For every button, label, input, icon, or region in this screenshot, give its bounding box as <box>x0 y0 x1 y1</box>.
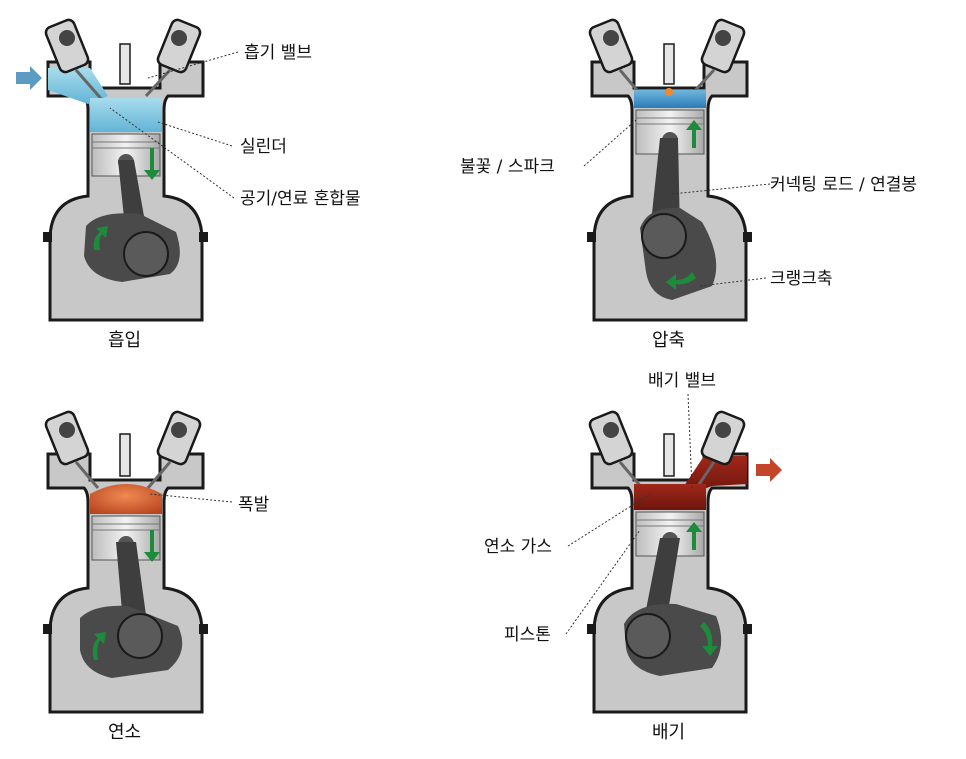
spark-icon <box>665 88 673 96</box>
spark-plug <box>663 433 675 477</box>
spark-plug <box>663 43 675 85</box>
label-piston: 피스톤 <box>504 625 551 645</box>
connecting-rod <box>644 538 680 624</box>
label-explosion: 폭발 <box>238 495 270 515</box>
caption-exhaust: 배기 <box>652 722 685 743</box>
piston-motion-arrow-up <box>686 120 702 148</box>
combustion-chamber <box>90 484 162 514</box>
intake-port <box>48 68 108 104</box>
intake-valve-assembly <box>588 18 644 97</box>
piston-motion-arrow-down <box>144 148 160 180</box>
combustion-chamber <box>634 90 706 108</box>
caption-intake: 흡입 <box>108 330 141 351</box>
label-combustion-gas: 연소 가스 <box>484 537 552 557</box>
intake-flow-arrow <box>16 66 42 90</box>
exhaust-flow-arrow <box>756 458 782 482</box>
piston-motion-arrow-up <box>686 522 702 550</box>
label-spark: 불꽃 / 스파크 <box>460 157 555 177</box>
crank-rotation-arrow <box>93 226 108 250</box>
panel-exhaust: 배기 밸브 연소 가스 피스톤 배기 <box>484 371 782 743</box>
exhaust-valve-assembly <box>144 18 202 98</box>
panel-intake: 흡기 밸브 실린더 공기/연료 혼합물 흡입 <box>16 18 361 351</box>
panel-compression: 불꽃 / 스파크 커넥팅 로드 / 연결봉 크랭크축 압축 <box>460 18 917 351</box>
combustion-chamber <box>90 98 162 132</box>
combustion-chamber <box>634 484 706 510</box>
spark-plug <box>119 433 131 477</box>
label-air-fuel-mixture: 공기/연료 혼합물 <box>240 189 361 209</box>
label-connecting-rod: 커넥팅 로드 / 연결봉 <box>770 175 917 195</box>
label-crankshaft: 크랭크축 <box>770 269 833 289</box>
intake-valve-assembly <box>588 410 644 489</box>
piston-motion-arrow-down <box>144 530 160 562</box>
panel-power: 폭발 연소 <box>43 410 270 743</box>
label-cylinder: 실린더 <box>240 137 287 157</box>
exhaust-valve-assembly <box>692 410 746 493</box>
intake-valve-assembly <box>44 18 106 103</box>
exhaust-valve-assembly <box>146 410 202 489</box>
crank-rotation-arrow <box>92 632 106 660</box>
label-exhaust-valve: 배기 밸브 <box>648 371 716 391</box>
crank-rotation-arrow <box>700 622 718 656</box>
caption-compression: 압축 <box>652 330 685 351</box>
label-intake-valve: 흡기 밸브 <box>244 43 312 63</box>
intake-valve-assembly <box>44 410 100 489</box>
spark-plug <box>119 43 131 85</box>
caption-power: 연소 <box>108 722 141 743</box>
crank-rotation-arrow <box>666 272 696 290</box>
